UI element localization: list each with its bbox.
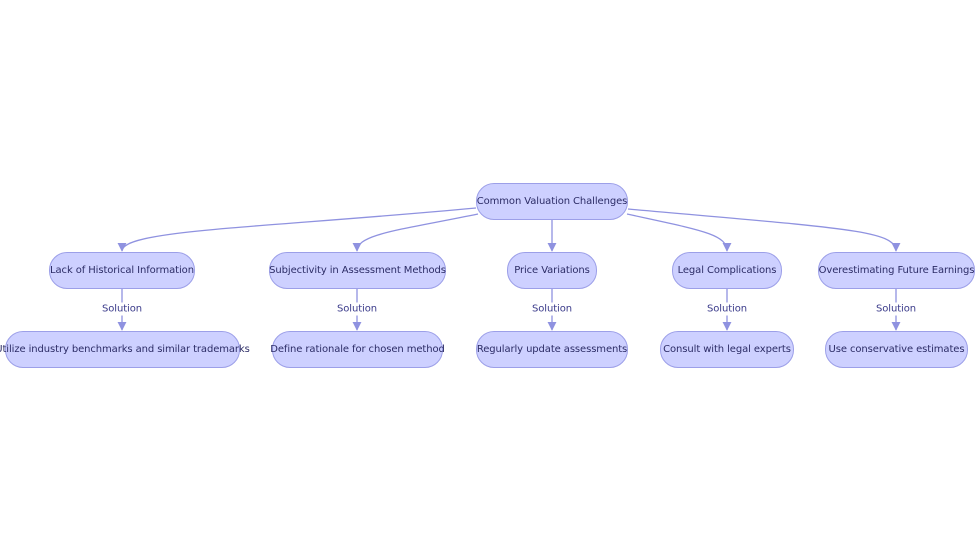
- edge-label-solution-2: Solution: [335, 302, 379, 316]
- edge-label-solution-3: Solution: [530, 302, 574, 316]
- solution-node-conservative-estimates: Use conservative estimates: [825, 331, 968, 368]
- challenge-node-subjectivity-in-assessment-methods: Subjectivity in Assessment Methods: [269, 252, 446, 289]
- solution-node-consult-legal-experts: Consult with legal experts: [660, 331, 794, 368]
- edge-root-to-challenge-1: [117, 207, 477, 252]
- solution-node-regularly-update-assessments: Regularly update assessments: [476, 331, 628, 368]
- solution-node-define-rationale: Define rationale for chosen method: [270, 331, 445, 368]
- edge-label-solution-1: Solution: [100, 302, 144, 316]
- challenge-node-price-variations: Price Variations: [507, 252, 597, 289]
- challenge-node-lack-of-historical-information: Lack of Historical Information: [49, 252, 195, 289]
- edge-label-solution-4: Solution: [705, 302, 749, 316]
- solution-node-utilize-industry-benchmarks: Utilize industry benchmarks and similar …: [0, 331, 250, 368]
- edge-label-solution-5: Solution: [874, 302, 918, 316]
- root-node: Common Valuation Challenges: [476, 183, 628, 220]
- challenge-node-legal-complications: Legal Complications: [672, 252, 782, 289]
- edge-root-to-challenge-5: [627, 208, 901, 252]
- edge-root-to-challenge-2: [352, 213, 479, 252]
- edge-root-to-challenge-4: [626, 213, 732, 252]
- challenge-node-overestimating-future-earnings: Overestimating Future Earnings: [818, 252, 975, 289]
